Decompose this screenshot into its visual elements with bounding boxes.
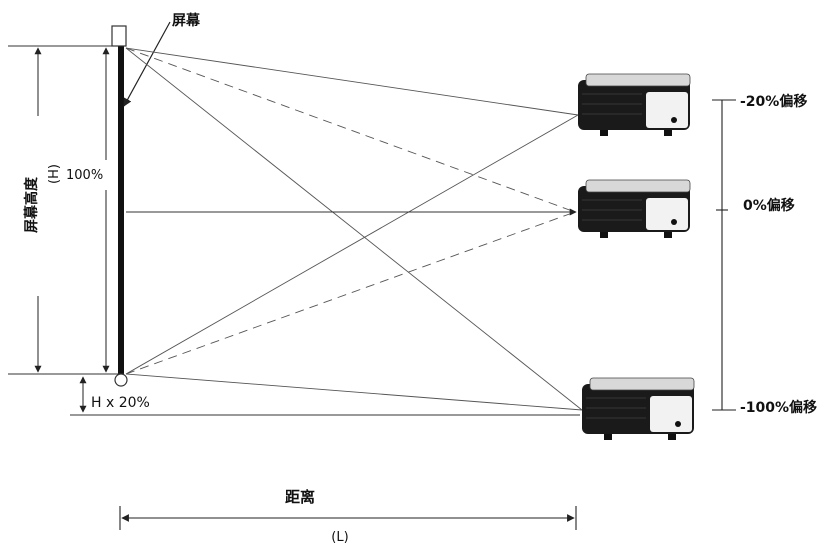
offset-label-top: -20%偏移	[740, 93, 807, 110]
screen-bottom-circle	[114, 373, 128, 387]
offset-scale	[712, 99, 736, 411]
percent100-label: 100%	[66, 168, 103, 183]
l-label: (L)	[331, 530, 348, 545]
offset-label-middle: 0%偏移	[743, 197, 795, 214]
screen-bar	[118, 46, 124, 374]
ray-top-proj-a-bottom	[125, 114, 579, 375]
projector-top	[578, 73, 691, 136]
h-label: (H)	[47, 164, 62, 184]
screen-pointer-line	[123, 21, 171, 107]
screen	[111, 25, 128, 387]
distance-label: 距离	[285, 488, 315, 506]
projector-bottom	[582, 377, 695, 440]
ray-bottom-proj-c-bottom	[125, 373, 583, 411]
ray-top-proj-c-top	[125, 47, 583, 411]
ray-top-proj-a-top	[125, 47, 579, 116]
hx20-label: H x 20%	[91, 395, 150, 411]
projection-rays	[125, 47, 583, 411]
screen-label: 屏幕	[172, 12, 201, 29]
projector-middle	[578, 179, 691, 238]
ray-dashed-top	[125, 47, 576, 213]
ray-dashed-bottom	[125, 211, 576, 375]
screen-height-label: 屏幕高度	[23, 176, 40, 233]
screen-top-box	[111, 25, 127, 47]
offset-label-bottom: -100%偏移	[740, 399, 817, 416]
